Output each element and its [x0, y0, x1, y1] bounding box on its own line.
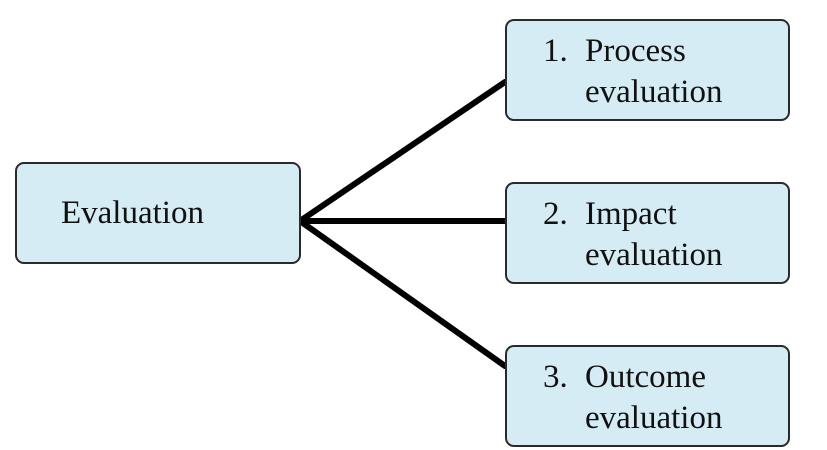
- child-node-impact-evaluation: 2. Impact evaluation: [505, 182, 790, 284]
- child-node-subtitle: evaluation: [585, 74, 723, 110]
- root-node-label: Evaluation: [61, 195, 204, 231]
- child-node-subtitle: evaluation: [585, 400, 723, 436]
- child-node-title: Outcome: [585, 359, 706, 395]
- child-node-number: 1.: [543, 33, 568, 69]
- child-node-title: Process: [585, 33, 686, 69]
- child-node-outcome-evaluation: 3. Outcome evaluation: [505, 345, 790, 447]
- child-node-number: 2.: [543, 196, 568, 232]
- root-node-evaluation: Evaluation: [15, 162, 301, 264]
- child-node-title: Impact: [585, 196, 677, 232]
- connector-to-process-evaluation: [297, 79, 508, 224]
- child-node-subtitle: evaluation: [585, 237, 723, 273]
- child-node-process-evaluation: 1. Process evaluation: [505, 19, 790, 121]
- child-node-number: 3.: [543, 359, 568, 395]
- connector-to-outcome-evaluation: [297, 218, 508, 369]
